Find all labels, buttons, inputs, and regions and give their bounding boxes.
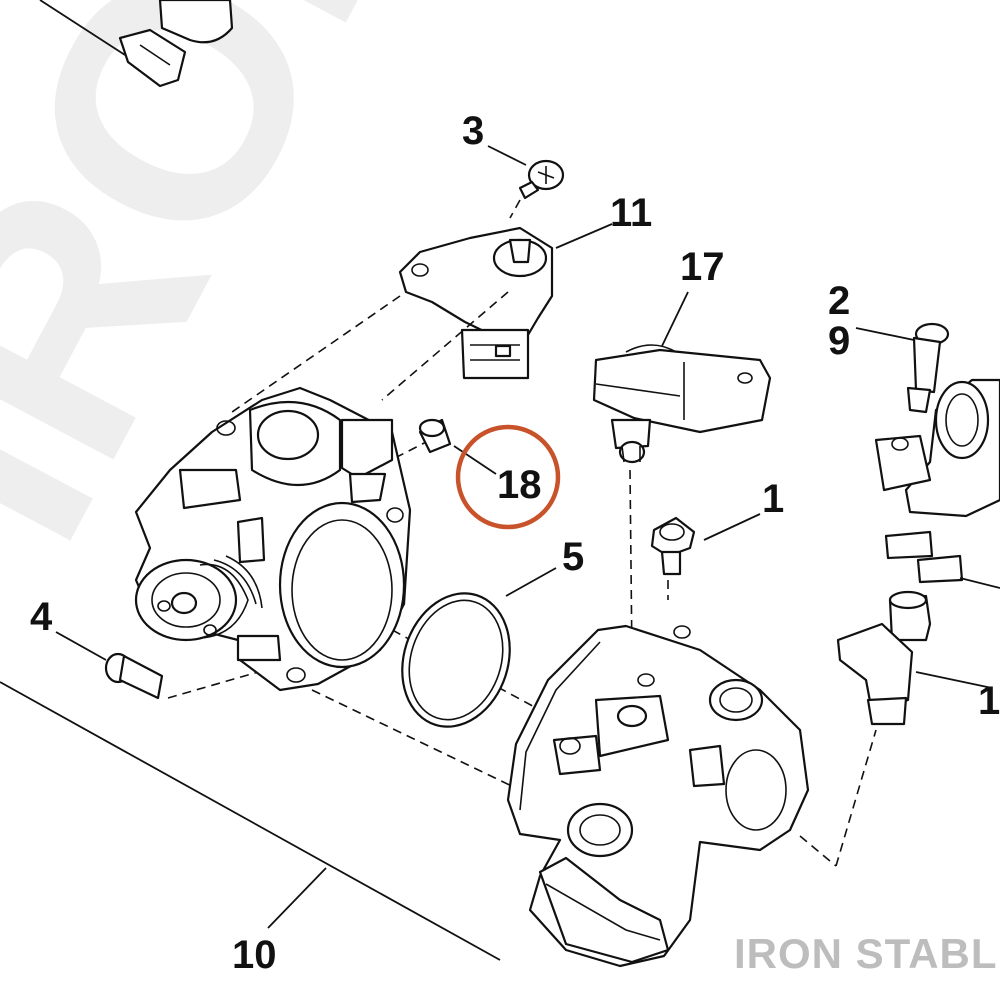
callout-10: 10 — [232, 933, 277, 977]
callout-5: 5 — [562, 535, 584, 579]
part-11-sensor — [398, 223, 613, 380]
part-17-sensor — [592, 291, 772, 464]
part-4-bolt — [55, 631, 164, 700]
callout-2: 2 — [828, 279, 850, 323]
part-18-cap — [418, 418, 497, 475]
callout-1: 1 — [762, 477, 784, 521]
throttle-body — [134, 386, 412, 692]
part-2-9-screw — [855, 322, 950, 414]
callout-18: 18 — [497, 463, 542, 507]
callout-11: 11 — [610, 191, 652, 235]
callout-3: 3 — [462, 109, 484, 153]
highlight-circle — [455, 424, 561, 530]
callout-labels: 3 11 17 2 9 1 5 4 15 10 18 — [30, 109, 1000, 977]
brand-label: IRON STABLE — [734, 930, 1000, 977]
part-1-bolt — [650, 513, 761, 576]
fuel-injector-assembly — [836, 378, 1000, 726]
callout-4: 4 — [30, 595, 53, 639]
part-10-intake-manifold — [0, 624, 810, 968]
callout-9: 9 — [828, 319, 850, 363]
part-5-o-ring — [401, 567, 557, 728]
callout-15: 15 — [978, 679, 1000, 723]
top-left-fitting — [39, 0, 234, 88]
callout-17: 17 — [680, 245, 725, 289]
part-3-screw — [487, 145, 565, 219]
